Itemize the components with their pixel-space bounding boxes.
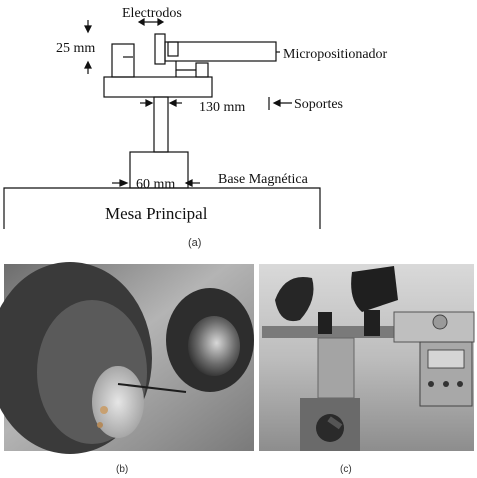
micropositioner-arm (164, 41, 277, 62)
dim-60-left-arrow (119, 179, 129, 187)
arm-link (175, 61, 196, 71)
photo-b-sample (100, 406, 108, 414)
photo-c-base-lever (327, 416, 343, 430)
dim-25-bottom-arrow (84, 60, 92, 69)
photo-c-display-screen (427, 349, 465, 369)
slider-block (167, 41, 179, 57)
photo-b-electrode-needle (117, 383, 187, 393)
photo-c-micropositioner (393, 311, 475, 343)
electrodes-arrow-left (137, 17, 145, 27)
left-block (111, 43, 135, 78)
dim-130-right-arrow (168, 99, 177, 107)
photo-c-support-column (317, 337, 355, 399)
photo-c-button-1 (428, 381, 434, 387)
label-main-table: Mesa Principal (105, 204, 208, 223)
dim-25-top-arrow (84, 25, 92, 34)
electrodes-arrow-right (157, 17, 165, 27)
photo-panel-b (0, 262, 254, 454)
label-supports: Soportes (294, 97, 343, 112)
label-micropositioner: Micropositionador (283, 47, 388, 62)
photo-c-button-3 (457, 381, 463, 387)
label-base-width-60mm: 60 mm (136, 177, 175, 192)
caption-c: (c) (340, 464, 352, 475)
label-height-25mm: 25 mm (56, 41, 95, 56)
caption-a: (a) (188, 237, 201, 249)
right-block (195, 62, 209, 78)
support-bar (103, 76, 213, 98)
dim-130-left-arrow (145, 99, 154, 107)
photo-c-right-clamp (351, 266, 398, 312)
photo-panel-c (259, 264, 475, 451)
photo-c-knob (432, 314, 448, 330)
caption-b: (b) (116, 464, 128, 475)
label-span-130mm: 130 mm (199, 100, 245, 115)
photo-b-sample-2 (97, 422, 103, 428)
photo-c-left-clamp (275, 276, 314, 322)
photo-c-electrode-left (318, 312, 332, 334)
photo-b-right-lens-core (188, 316, 240, 376)
electrode-holder (154, 33, 166, 65)
photo-c-button-2 (443, 381, 449, 387)
label-magnetic-base: Base Magnética (218, 172, 309, 187)
supports-arrow-head (272, 99, 281, 107)
support-column (153, 96, 169, 153)
photo-b-bright-center (92, 366, 144, 438)
label-electrodes: Electrodos (122, 6, 182, 21)
schematic-panel-a (3, 17, 321, 229)
photo-c-electrode-right (364, 310, 380, 336)
dim-60-right-arrow (184, 179, 193, 187)
